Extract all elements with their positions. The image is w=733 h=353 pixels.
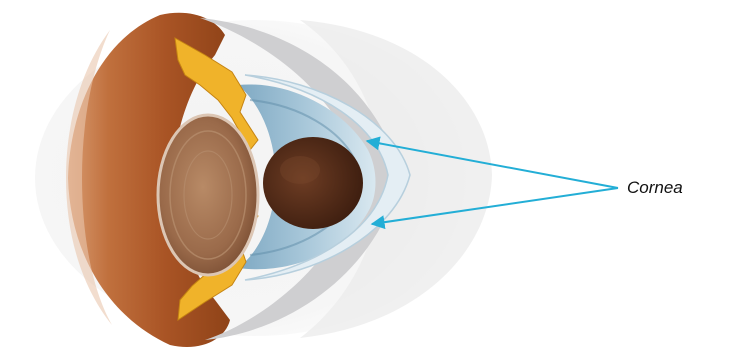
- cornea-label: Cornea: [627, 178, 683, 197]
- iris: [263, 137, 363, 229]
- lens: [158, 115, 258, 275]
